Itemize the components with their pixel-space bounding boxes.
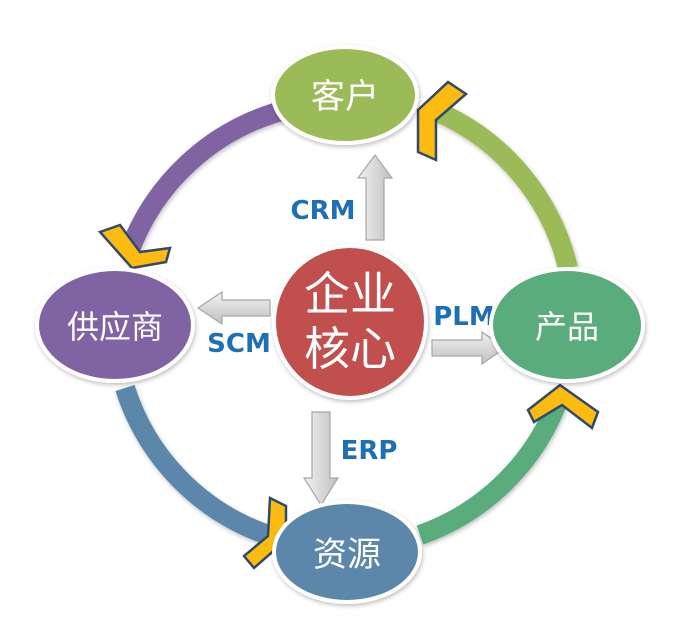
ring-arcs: [115, 100, 578, 545]
crm-label: CRM: [291, 196, 356, 226]
arc-customer-to-supplier: [118, 100, 288, 259]
arc-product-to-customer: [433, 102, 578, 271]
arc-supplier-to-resource: [115, 384, 272, 545]
chevron-arrow-icon: [242, 496, 288, 570]
node-product-label: 产品: [535, 308, 599, 346]
arc-resource-to-product: [416, 391, 570, 545]
node-resource-label: 资源: [313, 535, 381, 575]
scm-label: SCM: [207, 329, 271, 359]
chevron-arrow-icon: [416, 80, 469, 162]
arrow-left-icon: [196, 290, 271, 326]
arrow-up-icon: [356, 153, 394, 241]
chevrons: [97, 80, 600, 570]
system-arrows: [196, 153, 507, 507]
node-customer-label: 客户: [311, 77, 379, 117]
center-label-line1: 企业: [304, 267, 396, 321]
plm-label: PLM: [433, 302, 495, 332]
node-customer: [271, 45, 419, 145]
node-resource: [272, 500, 422, 604]
center-label-line2: 核心: [304, 322, 396, 376]
node-supplier-label: 供应商: [67, 308, 163, 346]
node-supplier: [35, 267, 195, 383]
arrow-right-icon: [431, 330, 507, 366]
chevron-arrow-icon: [526, 383, 600, 431]
node-center: [272, 244, 428, 400]
chevron-arrow-icon: [97, 223, 172, 270]
node-product: [489, 267, 645, 383]
erp-label: ERP: [341, 436, 398, 466]
arrow-down-icon: [302, 411, 340, 507]
